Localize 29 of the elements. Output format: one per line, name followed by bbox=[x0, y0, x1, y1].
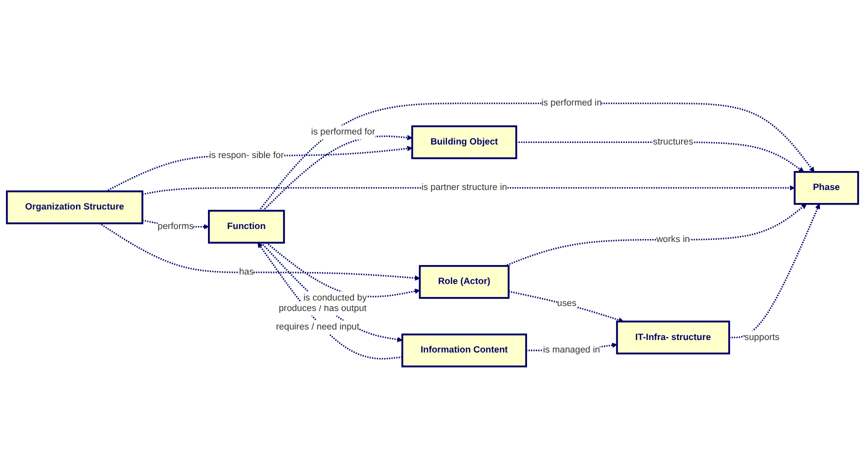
node-box: Organization Structure bbox=[6, 190, 144, 224]
node-box: Phase bbox=[794, 171, 860, 205]
arrow bbox=[266, 242, 420, 298]
edge-label: requires / need input bbox=[276, 322, 360, 332]
edge-label: supports bbox=[744, 332, 780, 342]
edge-label: is performed in bbox=[541, 98, 602, 108]
arrow bbox=[729, 204, 820, 338]
edge-label: is managed in bbox=[543, 344, 600, 356]
arrow bbox=[508, 290, 624, 323]
node-box: Information Content bbox=[401, 334, 528, 368]
arrow bbox=[262, 134, 412, 212]
arrow bbox=[258, 242, 402, 360]
edge-label: works in bbox=[656, 234, 690, 244]
arrow bbox=[105, 146, 412, 192]
node-box: IT-Infra- structure bbox=[616, 320, 730, 354]
edge-label: performs bbox=[158, 221, 194, 232]
arrow bbox=[504, 204, 807, 267]
arrow bbox=[99, 222, 420, 281]
edge-label: is conducted by bbox=[303, 292, 367, 303]
arrow bbox=[258, 102, 814, 212]
edge-label: is respon- sible for bbox=[209, 150, 284, 160]
node-box: Role (Actor) bbox=[418, 265, 510, 299]
node-box: Building Object bbox=[411, 125, 518, 160]
node-box: Function bbox=[208, 210, 285, 244]
edge-label: uses bbox=[557, 298, 576, 308]
edge-label: structures bbox=[653, 136, 694, 147]
edge-label: has bbox=[239, 266, 254, 278]
edge-label: is partner structure in bbox=[421, 182, 508, 193]
edge-label: is performed for bbox=[311, 126, 376, 138]
